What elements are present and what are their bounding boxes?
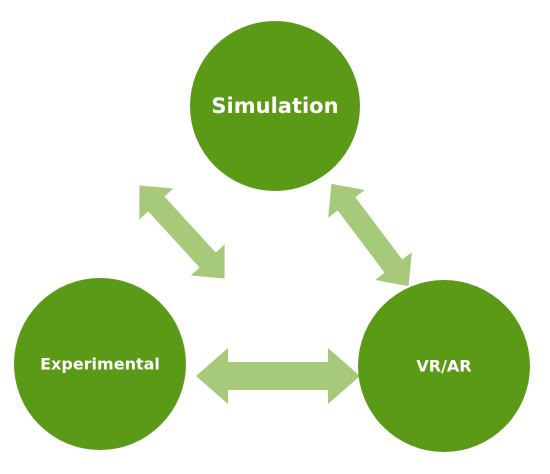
node-simulation: Simulation [190, 21, 360, 191]
arrow-simulation-experimental [139, 185, 225, 279]
vrar-label: VR/AR [416, 357, 471, 376]
node-vrar: VR/AR [358, 280, 530, 452]
node-experimental: Experimental [14, 278, 186, 450]
arrow-simulation-vrar [328, 183, 412, 287]
simulation-circle [190, 21, 360, 191]
experimental-circle [14, 278, 186, 450]
simulation-label: Simulation [211, 94, 338, 118]
experimental-label: Experimental [40, 355, 160, 374]
vrar-circle [358, 280, 530, 452]
arrow-experimental-vrar [196, 348, 360, 404]
